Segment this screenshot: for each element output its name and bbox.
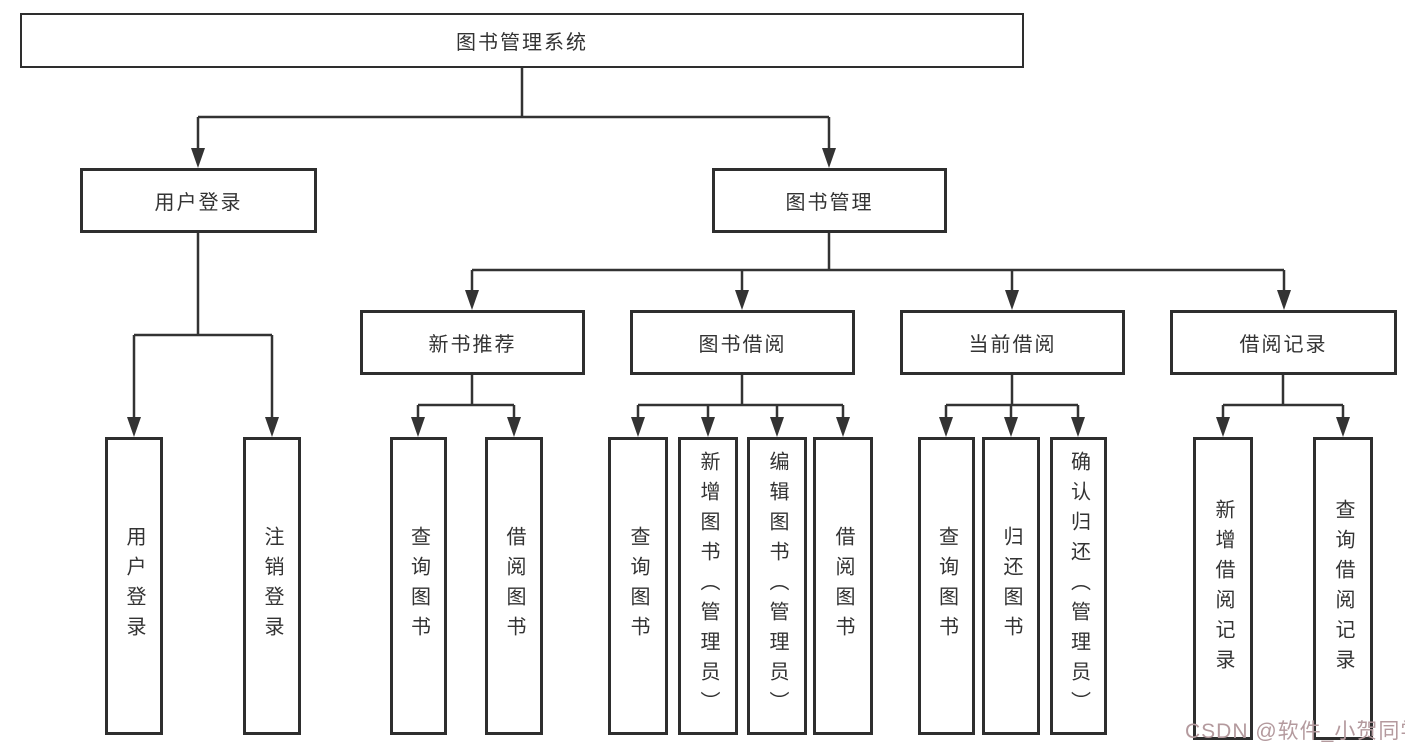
leaf-newrec-query-book: 查询图书	[390, 437, 447, 735]
node-book-management: 图书管理	[712, 168, 947, 233]
leaf-newrec-borrow-book: 借阅图书	[485, 437, 543, 735]
leaf-label: 确认归还（管理员）	[1067, 451, 1090, 721]
node-label: 当前借阅	[968, 334, 1057, 356]
leaf-logout: 注销登录	[243, 437, 301, 735]
leaf-borrow-borrow-book: 借阅图书	[813, 437, 873, 735]
node-user-login: 用户登录	[80, 168, 317, 233]
node-current-borrow: 当前借阅	[900, 310, 1125, 375]
node-library-management-system: 图书管理系统	[20, 13, 1024, 68]
node-borrow-records: 借阅记录	[1170, 310, 1397, 375]
leaf-records-query-record: 查询借阅记录	[1313, 437, 1373, 740]
node-label: 新书推荐	[428, 334, 517, 356]
leaf-current-query-book: 查询图书	[918, 437, 975, 735]
node-new-book-recommend: 新书推荐	[360, 310, 585, 375]
node-label: 图书管理	[785, 192, 874, 214]
leaf-label: 查询借阅记录	[1332, 498, 1354, 679]
leaf-label: 查询图书	[407, 526, 430, 646]
leaf-label: 新增借阅记录	[1212, 498, 1234, 679]
leaf-label: 归还图书	[1000, 526, 1022, 646]
leaf-label: 借阅图书	[503, 526, 525, 646]
node-label: 图书管理系统	[456, 32, 588, 54]
leaf-current-return-book: 归还图书	[982, 437, 1040, 735]
leaf-label: 借阅图书	[832, 526, 854, 646]
leaf-label: 查询图书	[627, 526, 649, 646]
node-book-borrow: 图书借阅	[630, 310, 855, 375]
leaf-current-confirm-return-admin: 确认归还（管理员）	[1050, 437, 1107, 735]
leaf-label: 新增图书（管理员）	[697, 451, 719, 721]
leaf-borrow-edit-book-admin: 编辑图书（管理员）	[747, 437, 807, 735]
node-label: 用户登录	[154, 192, 243, 214]
leaf-label: 查询图书	[935, 526, 958, 646]
leaf-borrow-query-book: 查询图书	[608, 437, 668, 735]
csdn-watermark: CSDN @软件_小贺同学	[1185, 720, 1405, 743]
arrowheads	[127, 148, 1350, 437]
leaf-borrow-add-book-admin: 新增图书（管理员）	[678, 437, 738, 735]
node-label: 图书借阅	[698, 334, 787, 356]
leaf-label: 用户登录	[123, 526, 145, 646]
leaf-label: 编辑图书（管理员）	[766, 451, 788, 721]
node-label: 借阅记录	[1239, 334, 1328, 356]
leaf-user-login: 用户登录	[105, 437, 163, 735]
leaf-label: 注销登录	[261, 526, 283, 646]
leaf-records-add-record: 新增借阅记录	[1193, 437, 1253, 740]
